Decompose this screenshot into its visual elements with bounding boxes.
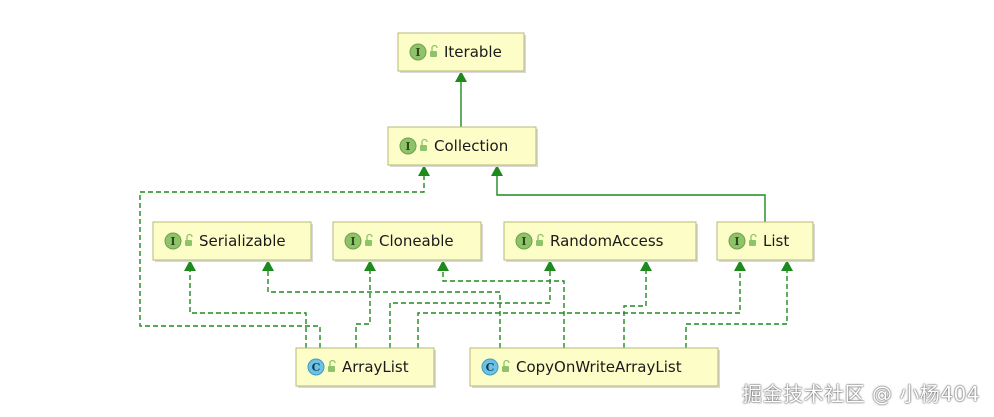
badge-letter: I — [521, 235, 526, 248]
arrowhead-icon — [734, 260, 746, 271]
node-arraylist[interactable]: C ArrayList — [295, 347, 436, 388]
edge-line — [139, 175, 425, 348]
edge-cowarraylist-to-list — [685, 260, 793, 348]
edge-arraylist-to-collection — [139, 165, 430, 348]
public-lock-icon — [536, 233, 544, 246]
arrowhead-icon — [262, 260, 274, 271]
public-lock-icon — [430, 44, 438, 57]
edge-line — [355, 270, 371, 348]
arrowhead-icon — [437, 260, 449, 271]
watermark: 掘金技术社区 @ 小杨404 — [742, 382, 980, 406]
node-iterable[interactable]: I Iterable — [397, 32, 526, 73]
edge-line — [417, 270, 741, 348]
edge-list-to-collection — [491, 165, 766, 222]
node-label: Cloneable — [379, 232, 454, 250]
interface-badge-icon — [399, 137, 417, 155]
node-cloneable[interactable]: I Cloneable — [332, 221, 483, 262]
edge-arraylist-to-cloneable — [355, 260, 376, 348]
interface-badge-icon — [344, 232, 362, 250]
node-label: ArrayList — [342, 358, 409, 376]
node-cowarraylist[interactable]: C CopyOnWriteArrayList — [469, 347, 720, 388]
edge-collection-to-iterable — [455, 71, 467, 127]
arrowhead-icon — [184, 260, 196, 271]
public-lock-icon — [185, 233, 193, 246]
node-label: RandomAccess — [550, 232, 664, 250]
arrowhead-icon — [364, 260, 376, 271]
edge-line — [623, 270, 647, 348]
node-label: List — [763, 232, 789, 250]
node-label: Collection — [434, 137, 508, 155]
node-serializable[interactable]: I Serializable — [152, 221, 313, 262]
node-label: Serializable — [199, 232, 286, 250]
interface-badge-icon — [164, 232, 182, 250]
node-randomaccess[interactable]: I RandomAccess — [503, 221, 698, 262]
badge-letter: I — [405, 140, 410, 153]
edge-arraylist-to-serializable — [184, 260, 307, 348]
edge-cowarraylist-to-cloneable — [437, 260, 565, 348]
edges-layer — [139, 71, 793, 348]
edge-line — [267, 270, 501, 348]
edge-arraylist-to-list — [417, 260, 746, 348]
node-collection[interactable]: I Collection — [387, 126, 538, 167]
public-lock-icon — [502, 359, 510, 372]
edge-line — [189, 270, 307, 348]
arrowhead-icon — [418, 165, 430, 176]
edge-cowarraylist-to-randomaccess — [623, 260, 652, 348]
badge-letter: I — [170, 235, 175, 248]
edge-arraylist-to-randomaccess — [389, 260, 556, 348]
class-badge-icon — [307, 358, 325, 376]
interface-badge-icon — [515, 232, 533, 250]
arrowhead-icon — [491, 165, 503, 176]
public-lock-icon — [749, 233, 757, 246]
arrowhead-icon — [455, 71, 467, 82]
arrowhead-icon — [544, 260, 556, 271]
badge-letter: C — [486, 361, 495, 374]
badge-letter: I — [350, 235, 355, 248]
arrowhead-icon — [781, 260, 793, 271]
badge-letter: I — [415, 46, 420, 59]
node-label: CopyOnWriteArrayList — [516, 358, 682, 376]
badge-letter: C — [312, 361, 321, 374]
node-box — [397, 32, 525, 72]
badge-letter: I — [734, 235, 739, 248]
edge-cowarraylist-to-serializable — [262, 260, 501, 348]
node-label: Iterable — [444, 43, 502, 61]
arrowhead-icon — [640, 260, 652, 271]
public-lock-icon — [420, 138, 428, 151]
edge-line — [442, 270, 565, 348]
edge-line — [389, 270, 551, 348]
interface-badge-icon — [409, 43, 427, 61]
edge-line — [496, 175, 766, 222]
interface-badge-icon — [728, 232, 746, 250]
node-box — [469, 347, 719, 387]
class-badge-icon — [481, 358, 499, 376]
node-list[interactable]: I List — [716, 221, 815, 262]
edge-line — [685, 270, 788, 348]
public-lock-icon — [365, 233, 373, 246]
public-lock-icon — [328, 359, 336, 372]
